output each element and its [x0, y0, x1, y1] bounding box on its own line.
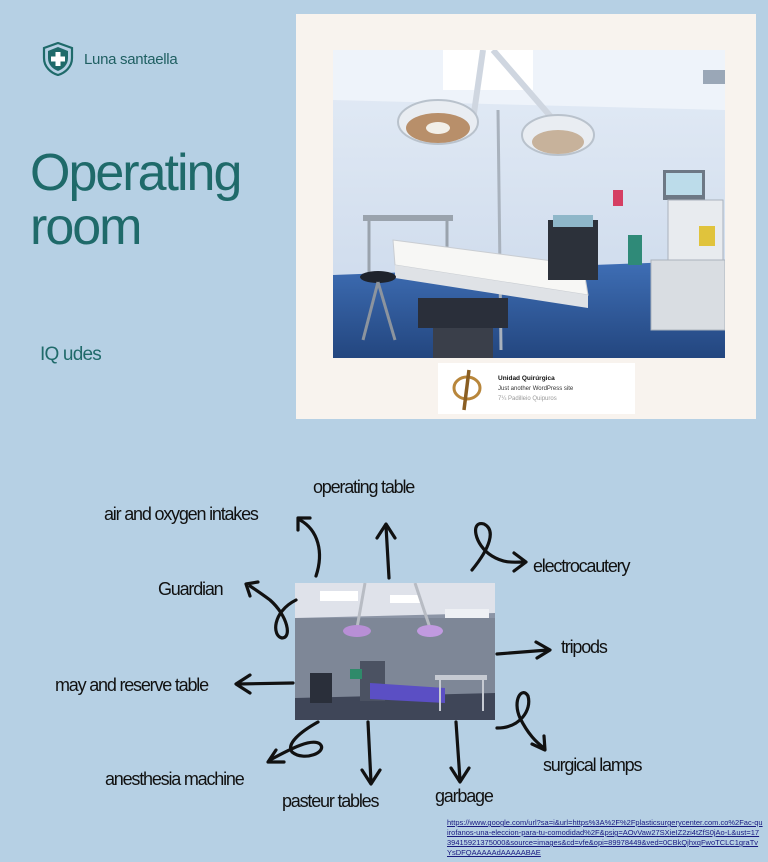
label-pasteur: pasteur tables [282, 791, 379, 811]
arrow-surgical-lamps [495, 691, 547, 752]
brand-name: Luna santaella [84, 50, 178, 68]
arrow-garbage [449, 720, 471, 784]
logo-title: Unidad Quirúrgica [498, 374, 555, 382]
logo-subtitle: Just another WordPress site [498, 385, 574, 392]
label-anesthesia: anesthesia machine [105, 769, 245, 789]
arrow-tripods [495, 640, 552, 660]
arrow-anesthesia [266, 720, 324, 764]
arrow-operating-table [375, 522, 397, 580]
arrow-may-reserve [234, 673, 295, 695]
label-tripods: tripods [561, 637, 608, 657]
arrow-air-oxygen [296, 516, 322, 578]
source-link[interactable]: https://www.google.com/url?sa=i&url=http… [447, 818, 763, 857]
logo-footer: 7¼ Padilleio Quipuros [498, 395, 557, 402]
label-electrocautery: electrocautery [533, 556, 630, 576]
source-logo: Unidad Quirúrgica Just another WordPress… [438, 363, 635, 414]
operating-room-photo [333, 50, 725, 358]
label-air-oxygen: air and oxygen intakes [104, 504, 259, 524]
photo-card: Unidad Quirúrgica Just another WordPress… [296, 14, 756, 419]
label-operating-table: operating table [313, 477, 415, 497]
medical-shield-icon [42, 42, 74, 76]
arrow-guardian [244, 580, 298, 640]
label-garbage: garbage [435, 786, 494, 806]
author-label: IQ udes [40, 344, 102, 365]
label-may-reserve: may and reserve table [55, 675, 209, 695]
label-guardian: Guardian [158, 579, 224, 599]
page-title: Operating room [30, 144, 242, 256]
center-room-photo [295, 583, 495, 720]
label-surgical-lamps: surgical lamps [543, 755, 642, 775]
arrow-pasteur [360, 720, 382, 786]
brand: Luna santaella [42, 42, 178, 76]
arrow-electrocautery [470, 522, 528, 573]
phi-logo-icon [452, 369, 482, 410]
